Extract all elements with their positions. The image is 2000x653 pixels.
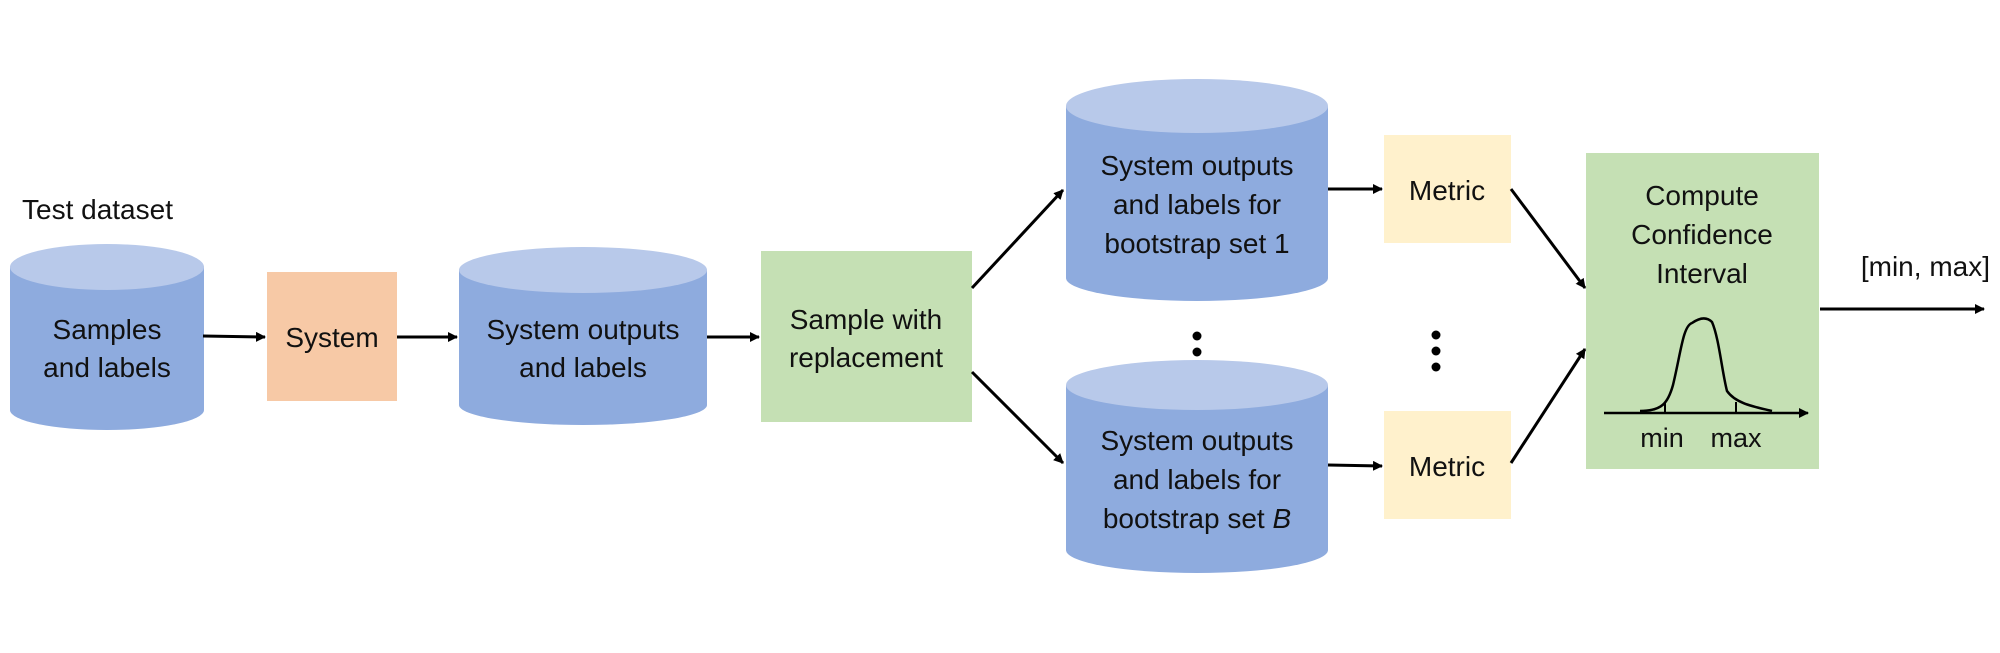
test-dataset-label-line1: Samples	[53, 314, 162, 345]
bootstrap-set-b-prefix: bootstrap set	[1103, 503, 1273, 534]
arrow-bootstrap-b-to-metric	[1327, 460, 1383, 471]
sample-with-replacement-box: Sample with replacement	[761, 251, 972, 422]
resample-label-line1: Sample with	[790, 304, 943, 335]
resample-label-line2: replacement	[789, 342, 943, 373]
system-label: System	[285, 322, 378, 353]
arrow-dataset-to-system	[202, 331, 266, 342]
bootstrap-set-b-label-line3: bootstrap set B	[1103, 503, 1291, 534]
bootstrap-set-1-label-line2: and labels for	[1113, 189, 1281, 220]
system-outputs-label-line2: and labels	[519, 352, 647, 383]
system-box: System	[267, 272, 397, 401]
confidence-interval-box: Compute Confidence Interval min max	[1586, 153, 1819, 469]
axis-min-label: min	[1640, 423, 1684, 453]
bootstrap-set-b-variable: B	[1272, 503, 1291, 534]
arrow-resample-to-bootstrap-1	[970, 188, 1065, 290]
bootstrap-set-b-cylinder: System outputs and labels for bootstrap …	[1066, 360, 1328, 573]
metric-b-label: Metric	[1409, 451, 1485, 482]
vertical-ellipsis-metric	[1431, 330, 1441, 372]
bootstrap-set-1-label-line1: System outputs	[1101, 150, 1294, 181]
test-dataset-cylinder: Samples and labels	[10, 244, 204, 430]
arrow-metric-b-to-confidence	[1509, 348, 1587, 464]
test-dataset-label-line2: and labels	[43, 352, 171, 383]
metric-box-1: Metric	[1384, 135, 1511, 243]
arrow-metric-1-to-confidence	[1509, 188, 1587, 289]
system-outputs-cylinder: System outputs and labels	[459, 247, 707, 425]
test-dataset-caption: Test dataset	[22, 194, 173, 225]
result-interval-label: [min, max]	[1861, 251, 1990, 282]
bootstrap-set-b-label-line1: System outputs	[1101, 425, 1294, 456]
metric-1-label: Metric	[1409, 175, 1485, 206]
metric-box-b: Metric	[1384, 411, 1511, 519]
bootstrap-set-1-label-line3: bootstrap set 1	[1104, 228, 1289, 259]
distribution-curve	[1639, 317, 1773, 413]
system-outputs-label-line1: System outputs	[487, 314, 680, 345]
axis-max-label: max	[1710, 423, 1762, 453]
confidence-label-line2: Confidence	[1631, 219, 1773, 250]
confidence-label-line1: Compute	[1645, 180, 1759, 211]
bootstrap-set-1-cylinder: System outputs and labels for bootstrap …	[1066, 79, 1328, 301]
arrow-resample-to-bootstrap-b	[970, 370, 1065, 465]
confidence-label-line3: Interval	[1656, 258, 1748, 289]
bootstrap-set-b-label-line2: and labels for	[1113, 464, 1281, 495]
